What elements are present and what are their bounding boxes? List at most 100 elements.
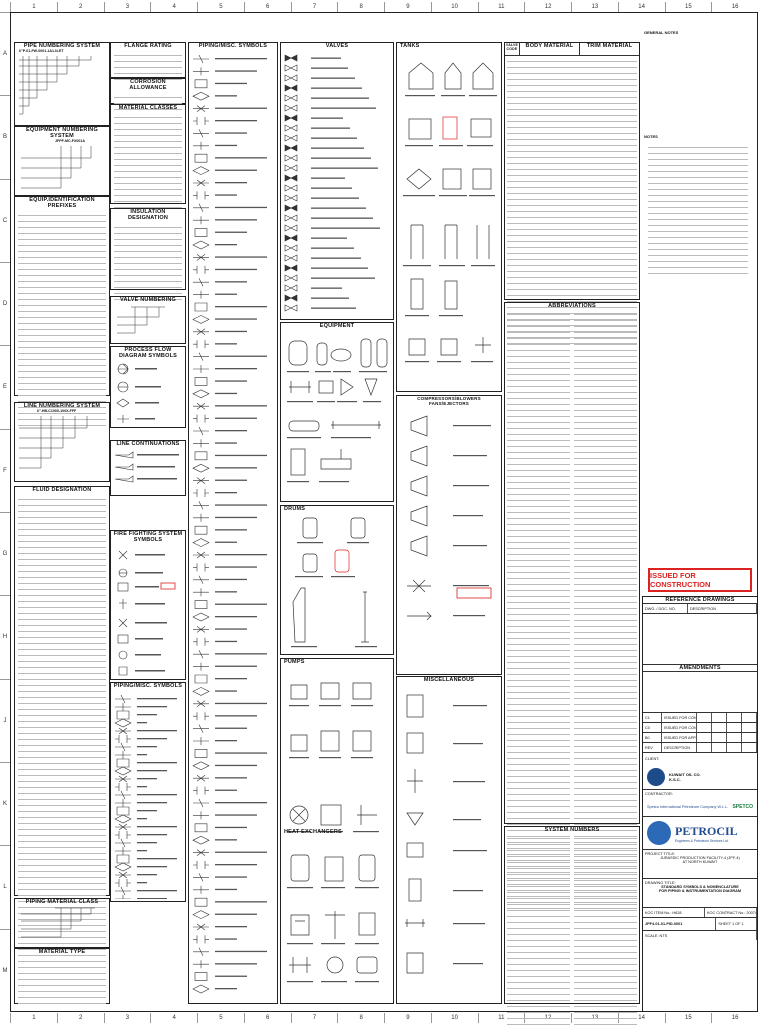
text-row [574, 351, 637, 357]
process-flow-box: PROCESS FLOW DIAGRAM SYMBOLS [110, 346, 186, 428]
symbol-entry [193, 637, 237, 646]
text-row [574, 863, 637, 869]
text-row [574, 869, 637, 875]
text-row [18, 746, 106, 752]
text-row [18, 698, 106, 704]
symbol-entry [192, 612, 257, 622]
valve-symbol-entry [284, 94, 369, 102]
text-row [648, 154, 748, 160]
text-row [507, 899, 570, 905]
text-row [18, 716, 106, 722]
text-row [574, 549, 637, 555]
text-row [574, 519, 637, 525]
signature-cell [712, 723, 727, 732]
drawing-title-line2: FOR PIPING & INSTRUMENTATION DIAGRAM [658, 889, 742, 893]
text-row [574, 471, 637, 477]
text-row [507, 873, 570, 879]
text-row [648, 184, 748, 190]
text-row [18, 536, 106, 542]
text-row [574, 513, 637, 519]
text-row [507, 140, 637, 146]
piping-misc-symbol-list [192, 54, 267, 994]
line-number-example: 6"-HB-C1000-100X-FFF [37, 409, 77, 413]
text-row [574, 345, 637, 351]
flange-rating-title: FLANGE RATING [124, 43, 172, 49]
text-row [507, 278, 637, 284]
valve-symbol-entry [284, 124, 350, 132]
text-row [574, 531, 637, 537]
valve-symbol-entry [284, 154, 371, 162]
text-row [507, 615, 570, 621]
text-row [18, 644, 106, 650]
text-row [507, 849, 570, 855]
text-row [507, 621, 570, 627]
symbol-entry [193, 278, 247, 287]
symbol-entry [193, 254, 267, 261]
text-row [507, 86, 637, 92]
symbol-entry [193, 203, 267, 212]
signature-cell [742, 713, 757, 722]
symbol-entry [193, 935, 237, 944]
signature-cell [697, 743, 712, 752]
symbol-entry [194, 377, 247, 386]
text-row [574, 747, 637, 753]
valve-numbering-box: VALVE NUMBERING [110, 296, 186, 344]
symbol-entry [194, 749, 267, 758]
symbol-entry [193, 960, 257, 969]
symbol-entry [193, 700, 267, 708]
text-row [507, 941, 570, 947]
text-row [507, 903, 570, 909]
symbol-entry [193, 402, 267, 410]
text-row [18, 524, 106, 530]
valve-symbol-entry [284, 284, 342, 292]
column-number: 3 [103, 1013, 151, 1023]
text-row [648, 202, 748, 208]
text-row [574, 555, 637, 561]
text-row [574, 723, 637, 729]
text-row [574, 495, 637, 501]
text-row [507, 561, 570, 567]
text-row [507, 393, 570, 399]
text-row [18, 860, 106, 866]
text-row [574, 891, 637, 897]
revision-code: B0 [643, 733, 662, 742]
text-row [507, 699, 570, 705]
text-row [574, 483, 637, 489]
text-row [507, 711, 570, 717]
symbol-entry [115, 799, 167, 807]
text-row [18, 686, 106, 692]
column-number: 5 [197, 1013, 244, 1023]
line-numbering-box: LINE NUMBERING SYSTEM 6"-HB-C1000-100X-F… [14, 402, 110, 482]
text-row [18, 722, 106, 728]
text-row [648, 268, 748, 274]
text-row [507, 339, 570, 345]
text-row [507, 897, 570, 903]
text-row [574, 339, 637, 345]
notes-label: NOTES [644, 134, 658, 139]
text-row [507, 501, 570, 507]
text-row [18, 656, 106, 662]
text-row [18, 806, 106, 812]
text-row [18, 674, 106, 680]
text-row [507, 947, 570, 953]
text-row [507, 863, 570, 869]
equipment-numbering-title: EQUIPMENT NUMBERING SYSTEM [26, 127, 98, 139]
text-row [507, 869, 570, 875]
text-row [574, 851, 637, 857]
valve-symbol-entry [284, 294, 349, 302]
text-row [507, 1013, 570, 1019]
text-row [574, 911, 637, 917]
valve-symbol-entry [284, 304, 356, 312]
text-row [507, 308, 637, 314]
text-row [18, 578, 106, 584]
text-row [574, 627, 637, 633]
text-row [18, 650, 106, 656]
symbol-entry [193, 477, 247, 484]
text-row [507, 200, 637, 206]
symbol-entry [192, 761, 257, 771]
piping-misc-title-1: PIPING/MISC. SYMBOLS [198, 43, 268, 49]
text-row [574, 603, 637, 609]
symbol-entry [193, 626, 247, 633]
